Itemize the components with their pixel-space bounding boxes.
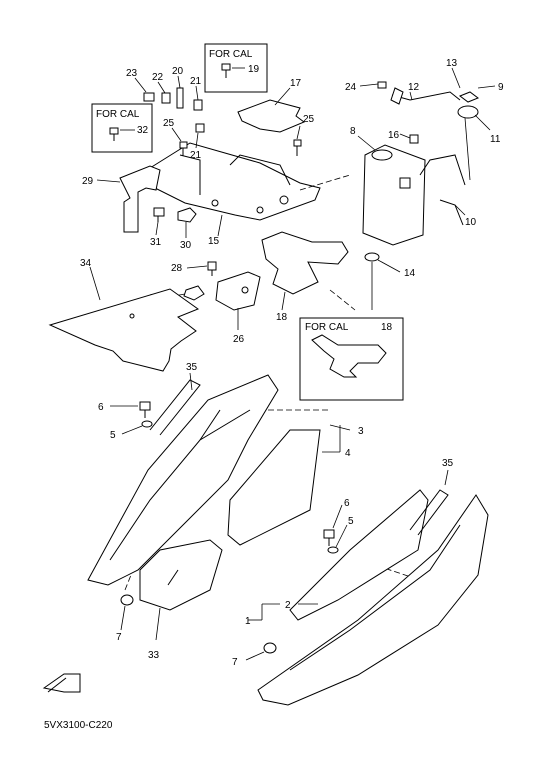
callout-9: 9 bbox=[498, 82, 504, 93]
callout-31: 31 bbox=[150, 237, 162, 248]
strip-35a bbox=[149, 379, 201, 436]
callout-6b: 6 bbox=[344, 498, 350, 509]
bolt-25b bbox=[293, 139, 302, 156]
bolt-6a bbox=[139, 401, 151, 418]
panel-4 bbox=[227, 429, 321, 546]
hose-10 bbox=[419, 154, 466, 186]
callout-21b: 21 bbox=[190, 150, 202, 161]
callout-35b: 35 bbox=[442, 458, 454, 469]
drain-14: 14 bbox=[364, 252, 416, 310]
hose-assembly: 12 9 13 11 10 24 16 bbox=[345, 58, 504, 228]
bracket-15: 15 bbox=[149, 142, 321, 247]
svg-text:FOR CAL: FOR CAL bbox=[96, 109, 140, 120]
callout-12: 12 bbox=[408, 82, 420, 93]
callout-16: 16 bbox=[388, 130, 400, 141]
callout-18b: 18 bbox=[381, 322, 393, 333]
fwd-arrow-icon bbox=[42, 673, 81, 693]
clamp-27 bbox=[183, 285, 205, 301]
fastener-cluster: 23 22 20 21 21 25 25 bbox=[126, 66, 315, 161]
reservoir-tank-8: 8 bbox=[350, 126, 426, 246]
damper-7b bbox=[263, 642, 277, 654]
callout-20: 20 bbox=[172, 66, 184, 77]
callout-26: 26 bbox=[233, 334, 245, 345]
callout-6a: 6 bbox=[98, 402, 104, 413]
side-cover-left: 35 6 5 4 3 bbox=[87, 362, 364, 586]
guard-33: 33 7 bbox=[116, 539, 223, 661]
diagram-code: 5VX3100-C220 bbox=[44, 720, 113, 731]
bolt-31 bbox=[153, 207, 165, 222]
bolt-32 bbox=[109, 127, 119, 141]
for-cal-box-18: FOR CAL 18 bbox=[299, 317, 404, 401]
callout-3: 3 bbox=[358, 426, 364, 437]
collar-22 bbox=[161, 92, 171, 104]
callout-25b: 25 bbox=[303, 114, 315, 125]
callout-14: 14 bbox=[404, 268, 416, 279]
clip-24 bbox=[377, 81, 387, 89]
side-cover-right: 35 6 5 2 1 7 bbox=[232, 458, 489, 706]
callout-1: 1 bbox=[245, 616, 251, 627]
nut-23 bbox=[143, 92, 155, 102]
svg-text:FOR CAL: FOR CAL bbox=[209, 49, 253, 60]
damper-21b bbox=[195, 123, 205, 133]
cap-11 bbox=[457, 105, 479, 119]
callout-7a: 7 bbox=[116, 632, 122, 643]
callout-10: 10 bbox=[465, 217, 477, 228]
bracket-20 bbox=[176, 87, 184, 109]
callout-32: 32 bbox=[137, 125, 149, 136]
callout-5a: 5 bbox=[110, 430, 116, 441]
callout-15: 15 bbox=[208, 236, 220, 247]
callout-21a: 21 bbox=[190, 76, 202, 87]
callout-2: 2 bbox=[285, 600, 291, 611]
callout-25a: 25 bbox=[163, 118, 175, 129]
callout-8: 8 bbox=[350, 126, 356, 137]
callout-11: 11 bbox=[490, 134, 501, 145]
cover-18: 18 bbox=[261, 231, 349, 323]
washer-5b bbox=[327, 546, 339, 554]
sheet-34: 34 bbox=[48, 258, 200, 372]
callout-5b: 5 bbox=[348, 516, 354, 527]
bolt-19 bbox=[221, 63, 231, 78]
damper-7a bbox=[120, 594, 134, 606]
parts-30-31: 31 30 bbox=[150, 207, 197, 251]
cover-18-cal bbox=[311, 334, 387, 378]
washer-5a bbox=[141, 420, 153, 428]
panel-2 bbox=[289, 489, 429, 621]
callout-29: 29 bbox=[82, 176, 94, 187]
callout-30: 30 bbox=[180, 240, 192, 251]
bracket-29: 29 bbox=[82, 165, 161, 233]
svg-text:FOR CAL: FOR CAL bbox=[305, 322, 349, 333]
callout-13: 13 bbox=[446, 58, 458, 69]
bolt-25a bbox=[179, 141, 188, 156]
strip-35b bbox=[409, 489, 449, 536]
callout-34: 34 bbox=[80, 258, 92, 269]
clamp-30 bbox=[177, 207, 197, 223]
callout-7b: 7 bbox=[232, 657, 238, 668]
for-cal-box-19: FOR CAL 19 bbox=[204, 43, 268, 93]
bolt-16 bbox=[409, 134, 419, 144]
callout-17: 17 bbox=[290, 78, 302, 89]
callout-22: 22 bbox=[152, 72, 164, 83]
callout-33: 33 bbox=[148, 650, 160, 661]
callout-24: 24 bbox=[345, 82, 357, 93]
callout-23: 23 bbox=[126, 68, 138, 79]
callout-35a: 35 bbox=[186, 362, 198, 373]
damper-21a bbox=[193, 99, 203, 111]
callout-19: 19 bbox=[248, 64, 260, 75]
callout-28: 28 bbox=[171, 263, 183, 274]
for-cal-box-32: FOR CAL 32 bbox=[91, 103, 153, 153]
cover-17: 17 bbox=[237, 78, 305, 133]
callout-4: 4 bbox=[345, 448, 351, 459]
bolt-28 bbox=[207, 261, 217, 276]
bolt-6b bbox=[323, 529, 335, 546]
callout-18a: 18 bbox=[276, 312, 288, 323]
